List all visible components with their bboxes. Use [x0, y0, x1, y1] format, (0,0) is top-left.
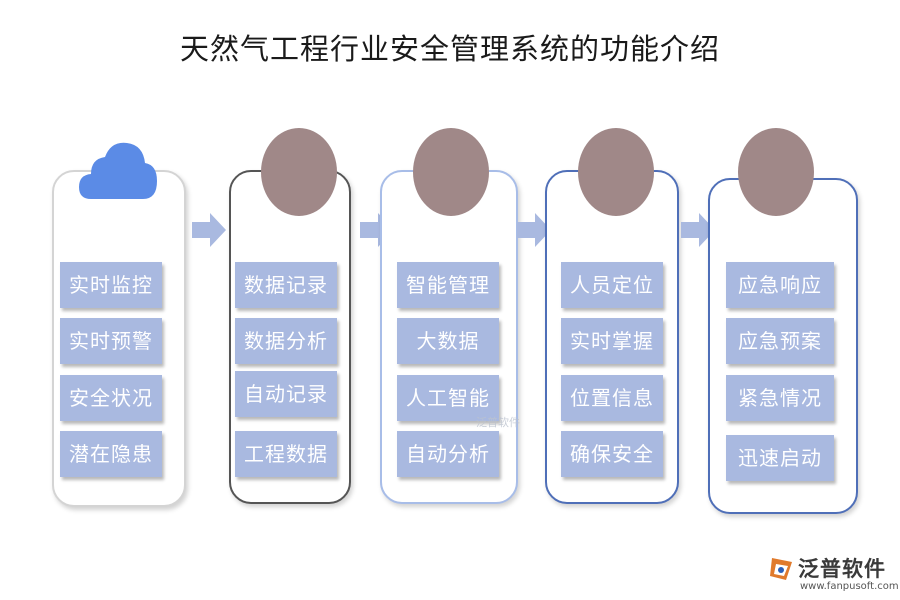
item-box: 潜在隐患	[60, 431, 162, 477]
item-box: 人工智能	[397, 375, 499, 421]
watermark: 泛普软件	[476, 416, 520, 429]
item-box: 数据记录	[235, 262, 337, 308]
brand-logo: 泛普软件 www.fanpusoft.com	[768, 552, 899, 596]
item-box: 应急响应	[726, 262, 834, 308]
item-box: 实时预警	[60, 318, 162, 364]
item-box: 自动分析	[397, 431, 499, 477]
item-box: 人员定位	[561, 262, 663, 308]
item-box: 确保安全	[561, 431, 663, 477]
logo-url: www.fanpusoft.com	[800, 581, 899, 592]
circle-icon	[413, 128, 489, 216]
arrow-right-icon	[681, 213, 715, 247]
item-box: 紧急情况	[726, 375, 834, 421]
page-title: 天然气工程行业安全管理系统的功能介绍	[179, 32, 720, 66]
item-box: 安全状况	[60, 375, 162, 421]
circle-icon	[738, 128, 814, 216]
item-box: 大数据	[397, 318, 499, 364]
cloud-icon	[79, 142, 157, 199]
arrow-right-icon	[517, 213, 551, 247]
logo-name: 泛普软件	[798, 557, 886, 581]
arrow-right-icon	[192, 213, 226, 247]
item-box: 智能管理	[397, 262, 499, 308]
circle-icon	[578, 128, 654, 216]
item-box: 自动记录	[235, 371, 337, 417]
item-box: 实时掌握	[561, 318, 663, 364]
fanpu-logo-icon	[770, 558, 792, 580]
item-box: 位置信息	[561, 375, 663, 421]
item-box: 实时监控	[60, 262, 162, 308]
item-box: 工程数据	[235, 431, 337, 477]
item-box: 数据分析	[235, 318, 337, 364]
circle-icon	[261, 128, 337, 216]
item-box: 应急预案	[726, 318, 834, 364]
item-box: 迅速启动	[726, 435, 834, 481]
